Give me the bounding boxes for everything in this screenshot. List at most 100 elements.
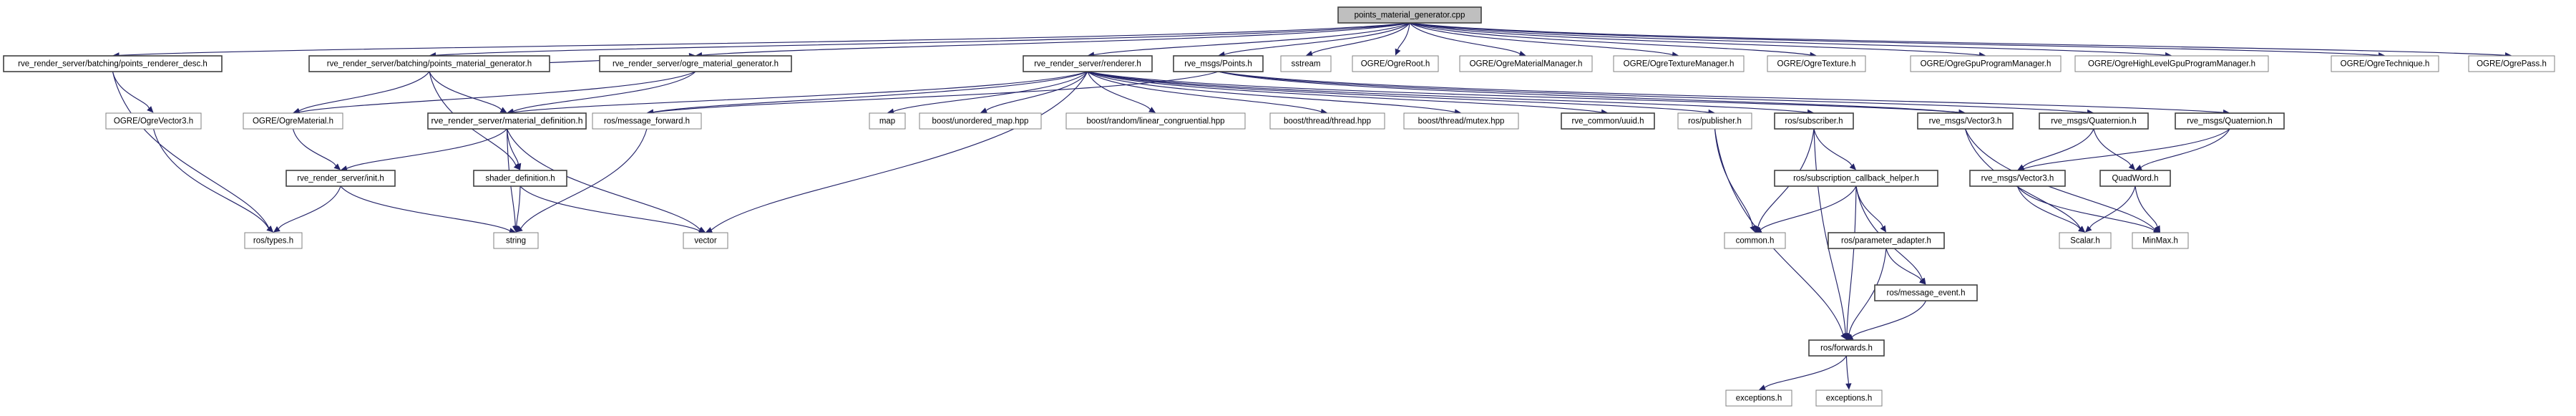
node-box[interactable] xyxy=(2175,112,2285,130)
graph-node-quadword-h[interactable]: QuadWord.h xyxy=(2099,170,2171,187)
graph-node-boost-thread-mutex-hpp[interactable]: boost/thread/mutex.hpp xyxy=(1403,112,1519,130)
node-label: exceptions.h xyxy=(1736,395,1782,403)
node-box[interactable] xyxy=(2132,232,2189,249)
graph-node-rve-render-server-material-definition-h[interactable]: rve_render_server/material_definition.h xyxy=(427,112,587,130)
node-box[interactable] xyxy=(1725,390,1792,407)
node-box[interactable] xyxy=(1815,390,1883,407)
node-box[interactable] xyxy=(2331,55,2439,72)
edge-arrowhead-icon xyxy=(147,106,154,113)
node-box[interactable] xyxy=(2468,55,2555,72)
node-box[interactable] xyxy=(1269,112,1385,130)
node-box[interactable] xyxy=(1724,232,1786,249)
graph-node-boost-unordered-map-hpp[interactable]: boost/unordered_map.hpp xyxy=(919,112,1042,130)
node-box[interactable] xyxy=(286,170,396,187)
graph-node-shader-definition-h[interactable]: shader_definition.h xyxy=(473,170,567,187)
graph-node-ogre-ogrematerial-h[interactable]: OGRE/OgreMaterial.h xyxy=(243,112,343,130)
graph-node-rve-render-server-renderer-h[interactable]: rve_render_server/renderer.h xyxy=(1023,55,1153,72)
node-box[interactable] xyxy=(3,55,223,72)
graph-node-rve-render-server-init-h[interactable]: rve_render_server/init.h xyxy=(286,170,396,187)
node-box[interactable] xyxy=(919,112,1042,130)
node-box[interactable] xyxy=(1280,55,1332,72)
node-box[interactable] xyxy=(1459,55,1593,72)
graph-node-ogre-ogrematerialmanager-h[interactable]: OGRE/OgreMaterialManager.h xyxy=(1459,55,1593,72)
node-box[interactable] xyxy=(1173,55,1264,72)
node-box[interactable] xyxy=(1352,55,1439,72)
graph-node-sstream[interactable]: sstream xyxy=(1280,55,1332,72)
graph-node-ogre-ogrepass-h[interactable]: OGRE/OgrePass.h xyxy=(2468,55,2555,72)
graph-node-ogre-ogretechnique-h[interactable]: OGRE/OgreTechnique.h xyxy=(2331,55,2439,72)
node-box[interactable] xyxy=(869,112,906,130)
node-box[interactable] xyxy=(1337,6,1482,24)
graph-node-rve-render-server-batching-points-renderer-desc-h[interactable]: rve_render_server/batching/points_render… xyxy=(3,55,223,72)
graph-node-rve-common-uuid-h[interactable]: rve_common/uuid.h xyxy=(1561,112,1655,130)
graph-node-ogre-ogrevector3-h[interactable]: OGRE/OgreVector3.h xyxy=(105,112,202,130)
node-box[interactable] xyxy=(1065,112,1246,130)
graph-node-ros-publisher-h[interactable]: ros/publisher.h xyxy=(1677,112,1752,130)
graph-node-common-h[interactable]: common.h xyxy=(1724,232,1786,249)
graph-node-rve-msgs-quaternion-h[interactable]: rve_msgs/Quaternion.h xyxy=(2039,112,2149,130)
node-box[interactable] xyxy=(1023,55,1153,72)
node-box[interactable] xyxy=(1828,232,1945,249)
node-box[interactable] xyxy=(1403,112,1519,130)
graph-node-ogre-ogretexturemanager-h[interactable]: OGRE/OgreTextureManager.h xyxy=(1613,55,1745,72)
node-box[interactable] xyxy=(1874,284,1978,301)
node-box[interactable] xyxy=(473,170,567,187)
edge-rve-msgs-points-h-to-rve-msgs-quaternion-h xyxy=(1218,71,2224,113)
graph-node-ros-subscriber-h[interactable]: ros/subscriber.h xyxy=(1774,112,1854,130)
graph-node-exceptions-h[interactable]: exceptions.h xyxy=(1815,390,1883,407)
graph-node-vector[interactable]: vector xyxy=(683,232,728,249)
graph-node-scalar-h[interactable]: Scalar.h xyxy=(2059,232,2112,249)
node-box[interactable] xyxy=(2074,55,2269,72)
node-box[interactable] xyxy=(105,112,202,130)
graph-node-ogre-ogretexture-h[interactable]: OGRE/OgreTexture.h xyxy=(1767,55,1866,72)
node-box[interactable] xyxy=(1613,55,1745,72)
edge-rve-msgs-quaternion-h-to-rve-msgs-vector3-h xyxy=(2022,128,2094,168)
node-box[interactable] xyxy=(2099,170,2171,187)
graph-node-ros-parameter-adapter-h[interactable]: ros/parameter_adapter.h xyxy=(1828,232,1945,249)
node-box[interactable] xyxy=(1677,112,1752,130)
node-box[interactable] xyxy=(1917,112,2014,130)
node-box[interactable] xyxy=(427,112,587,130)
graph-node-rve-msgs-points-h[interactable]: rve_msgs/Points.h xyxy=(1173,55,1264,72)
graph-node-minmax-h[interactable]: MinMax.h xyxy=(2132,232,2189,249)
node-box[interactable] xyxy=(1910,55,2062,72)
node-box[interactable] xyxy=(683,232,728,249)
node-box[interactable] xyxy=(493,232,539,249)
node-box[interactable] xyxy=(1774,112,1854,130)
graph-node-ogre-ogrehighlevelgpuprogrammanager-h[interactable]: OGRE/OgreHighLevelGpuProgramManager.h xyxy=(2074,55,2269,72)
graph-node-string[interactable]: string xyxy=(493,232,539,249)
node-box[interactable] xyxy=(599,55,792,72)
node-label: rve_render_server/renderer.h xyxy=(1034,60,1141,69)
graph-node-rve-msgs-vector3-h[interactable]: rve_msgs/Vector3.h xyxy=(1969,170,2066,187)
node-box[interactable] xyxy=(1767,55,1866,72)
graph-node-ogre-ogreroot-h[interactable]: OGRE/OgreRoot.h xyxy=(1352,55,1439,72)
node-box[interactable] xyxy=(2059,232,2112,249)
node-box[interactable] xyxy=(244,232,303,249)
graph-node-ogre-ogregpuprogrammanager-h[interactable]: OGRE/OgreGpuProgramManager.h xyxy=(1910,55,2062,72)
node-box[interactable] xyxy=(1969,170,2066,187)
graph-node-ros-message-event-h[interactable]: ros/message_event.h xyxy=(1874,284,1978,301)
graph-node-boost-random-linear-congruential-hpp[interactable]: boost/random/linear_congruential.hpp xyxy=(1065,112,1246,130)
node-box[interactable] xyxy=(1561,112,1655,130)
edges-layer xyxy=(112,22,2512,391)
graph-node-ros-subscription-callback-helper-h[interactable]: ros/subscription_callback_helper.h xyxy=(1774,170,1938,187)
node-box[interactable] xyxy=(1808,339,1885,357)
graph-node-ros-forwards-h[interactable]: ros/forwards.h xyxy=(1808,339,1885,357)
graph-node-ros-types-h[interactable]: ros/types.h xyxy=(244,232,303,249)
graph-node-points-material-generator-cpp[interactable]: points_material_generator.cpp xyxy=(1337,6,1482,24)
graph-node-boost-thread-thread-hpp[interactable]: boost/thread/thread.hpp xyxy=(1269,112,1385,130)
node-box[interactable] xyxy=(243,112,343,130)
graph-node-ros-message-forward-h[interactable]: ros/message_forward.h xyxy=(592,112,702,130)
node-box[interactable] xyxy=(2039,112,2149,130)
node-box[interactable] xyxy=(308,55,550,72)
edge-arrowhead-icon xyxy=(1755,225,1761,233)
graph-node-rve-msgs-vector3-h[interactable]: rve_msgs/Vector3.h xyxy=(1917,112,2014,130)
graph-node-rve-render-server-ogre-material-generator-h[interactable]: rve_render_server/ogre_material_generato… xyxy=(599,55,792,72)
edge-ros-subscriber-h-to-ros-subscription-callback-helper-h xyxy=(1813,128,1853,166)
graph-node-rve-msgs-quaternion-h[interactable]: rve_msgs/Quaternion.h xyxy=(2175,112,2285,130)
graph-node-map[interactable]: map xyxy=(869,112,906,130)
graph-node-rve-render-server-batching-points-material-generator-h[interactable]: rve_render_server/batching/points_materi… xyxy=(308,55,550,72)
graph-node-exceptions-h[interactable]: exceptions.h xyxy=(1725,390,1792,407)
node-box[interactable] xyxy=(1774,170,1938,187)
node-box[interactable] xyxy=(592,112,702,130)
